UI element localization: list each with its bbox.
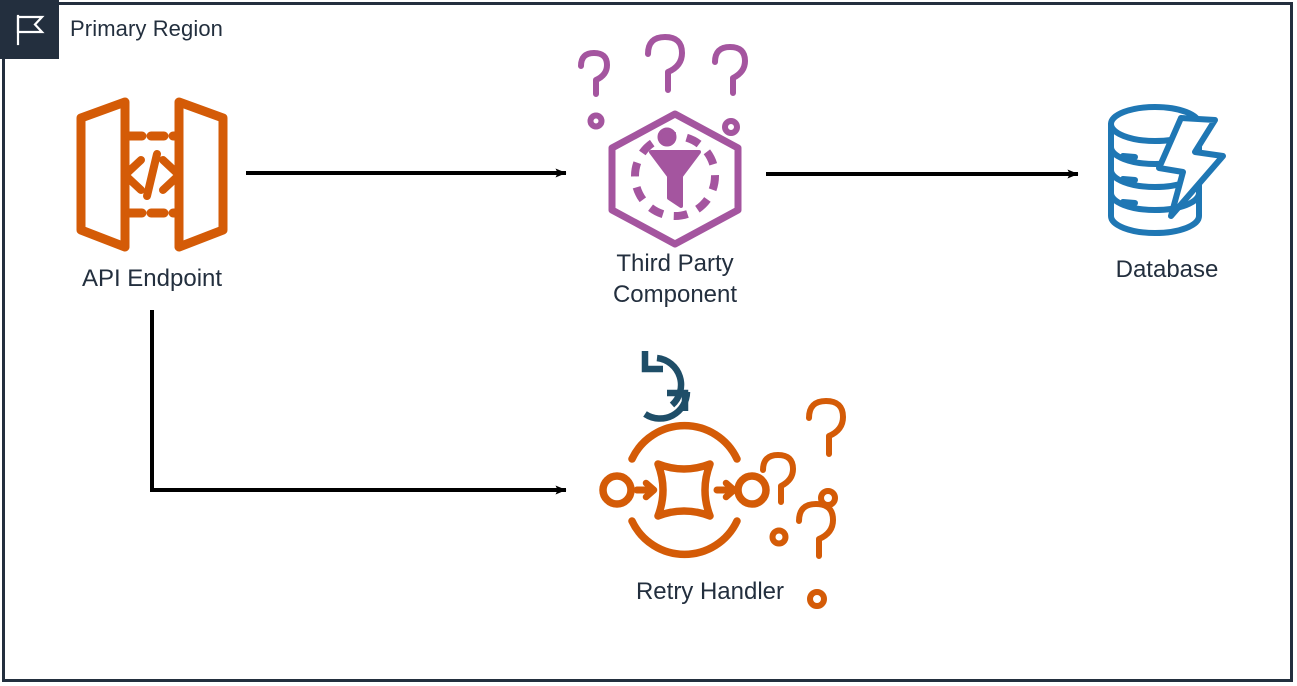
node-third-party-component[interactable]: Third Party Component	[553, 24, 797, 310]
node-label-database: Database	[1115, 256, 1219, 283]
api-endpoint-icon-wrap	[67, 90, 237, 255]
retry-handler-icon-wrap	[545, 336, 875, 609]
node-api-endpoint[interactable]: API Endpoint	[32, 90, 272, 294]
region-badge	[0, 0, 59, 59]
node-label-third-party-line1: Third Party	[616, 250, 734, 277]
question-marks-icon	[760, 398, 846, 609]
region-title: Primary Region	[70, 16, 224, 41]
node-database[interactable]: Database	[1062, 100, 1272, 285]
lightning-bolt-glyph	[1155, 115, 1226, 219]
node-label-third-party-line2: Component	[612, 281, 738, 309]
database-icon-wrap	[1095, 100, 1240, 248]
funnel-glyph	[649, 150, 701, 208]
node-label-api-endpoint: API Endpoint	[81, 265, 223, 292]
refresh-loop-icon	[641, 351, 691, 422]
third-party-icon-wrap	[553, 24, 797, 248]
question-marks-icon	[578, 34, 748, 147]
node-label-retry-handler: Retry Handler	[635, 578, 785, 605]
flag-icon	[16, 14, 45, 45]
retry-handler-icon	[599, 351, 846, 609]
dashed-ring	[631, 132, 719, 220]
database-icon	[1107, 104, 1226, 236]
node-retry-handler[interactable]: Retry Handler	[545, 336, 875, 609]
third-party-component-icon	[578, 34, 748, 248]
api-endpoint-icon	[76, 97, 228, 252]
